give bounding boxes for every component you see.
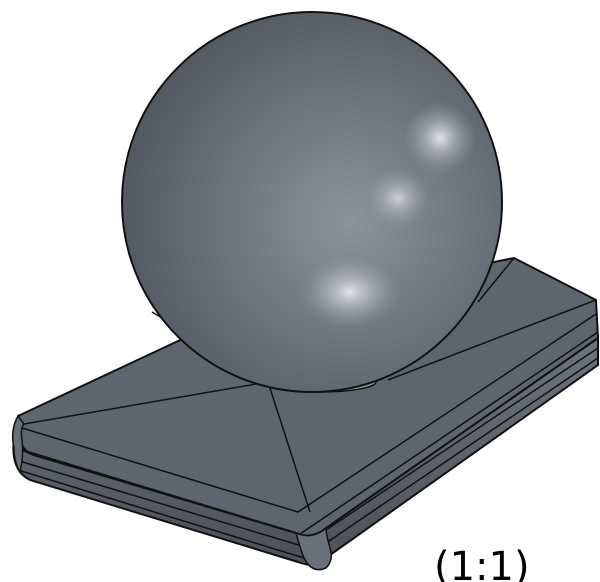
sphere-highlight <box>404 102 476 174</box>
base-corner-front <box>294 526 333 571</box>
pyramid-ridge <box>23 381 269 425</box>
sphere-highlight <box>300 256 400 328</box>
scale-label: (1:1) <box>434 544 530 582</box>
base-corner-left <box>11 414 25 474</box>
pyramid-ridge <box>387 299 597 381</box>
sphere-ball <box>121 11 503 393</box>
pyramid-ridge <box>477 257 515 303</box>
sphere-highlight <box>366 168 430 228</box>
base-bevel-line <box>21 313 597 513</box>
pyramid-ridge <box>267 381 311 513</box>
